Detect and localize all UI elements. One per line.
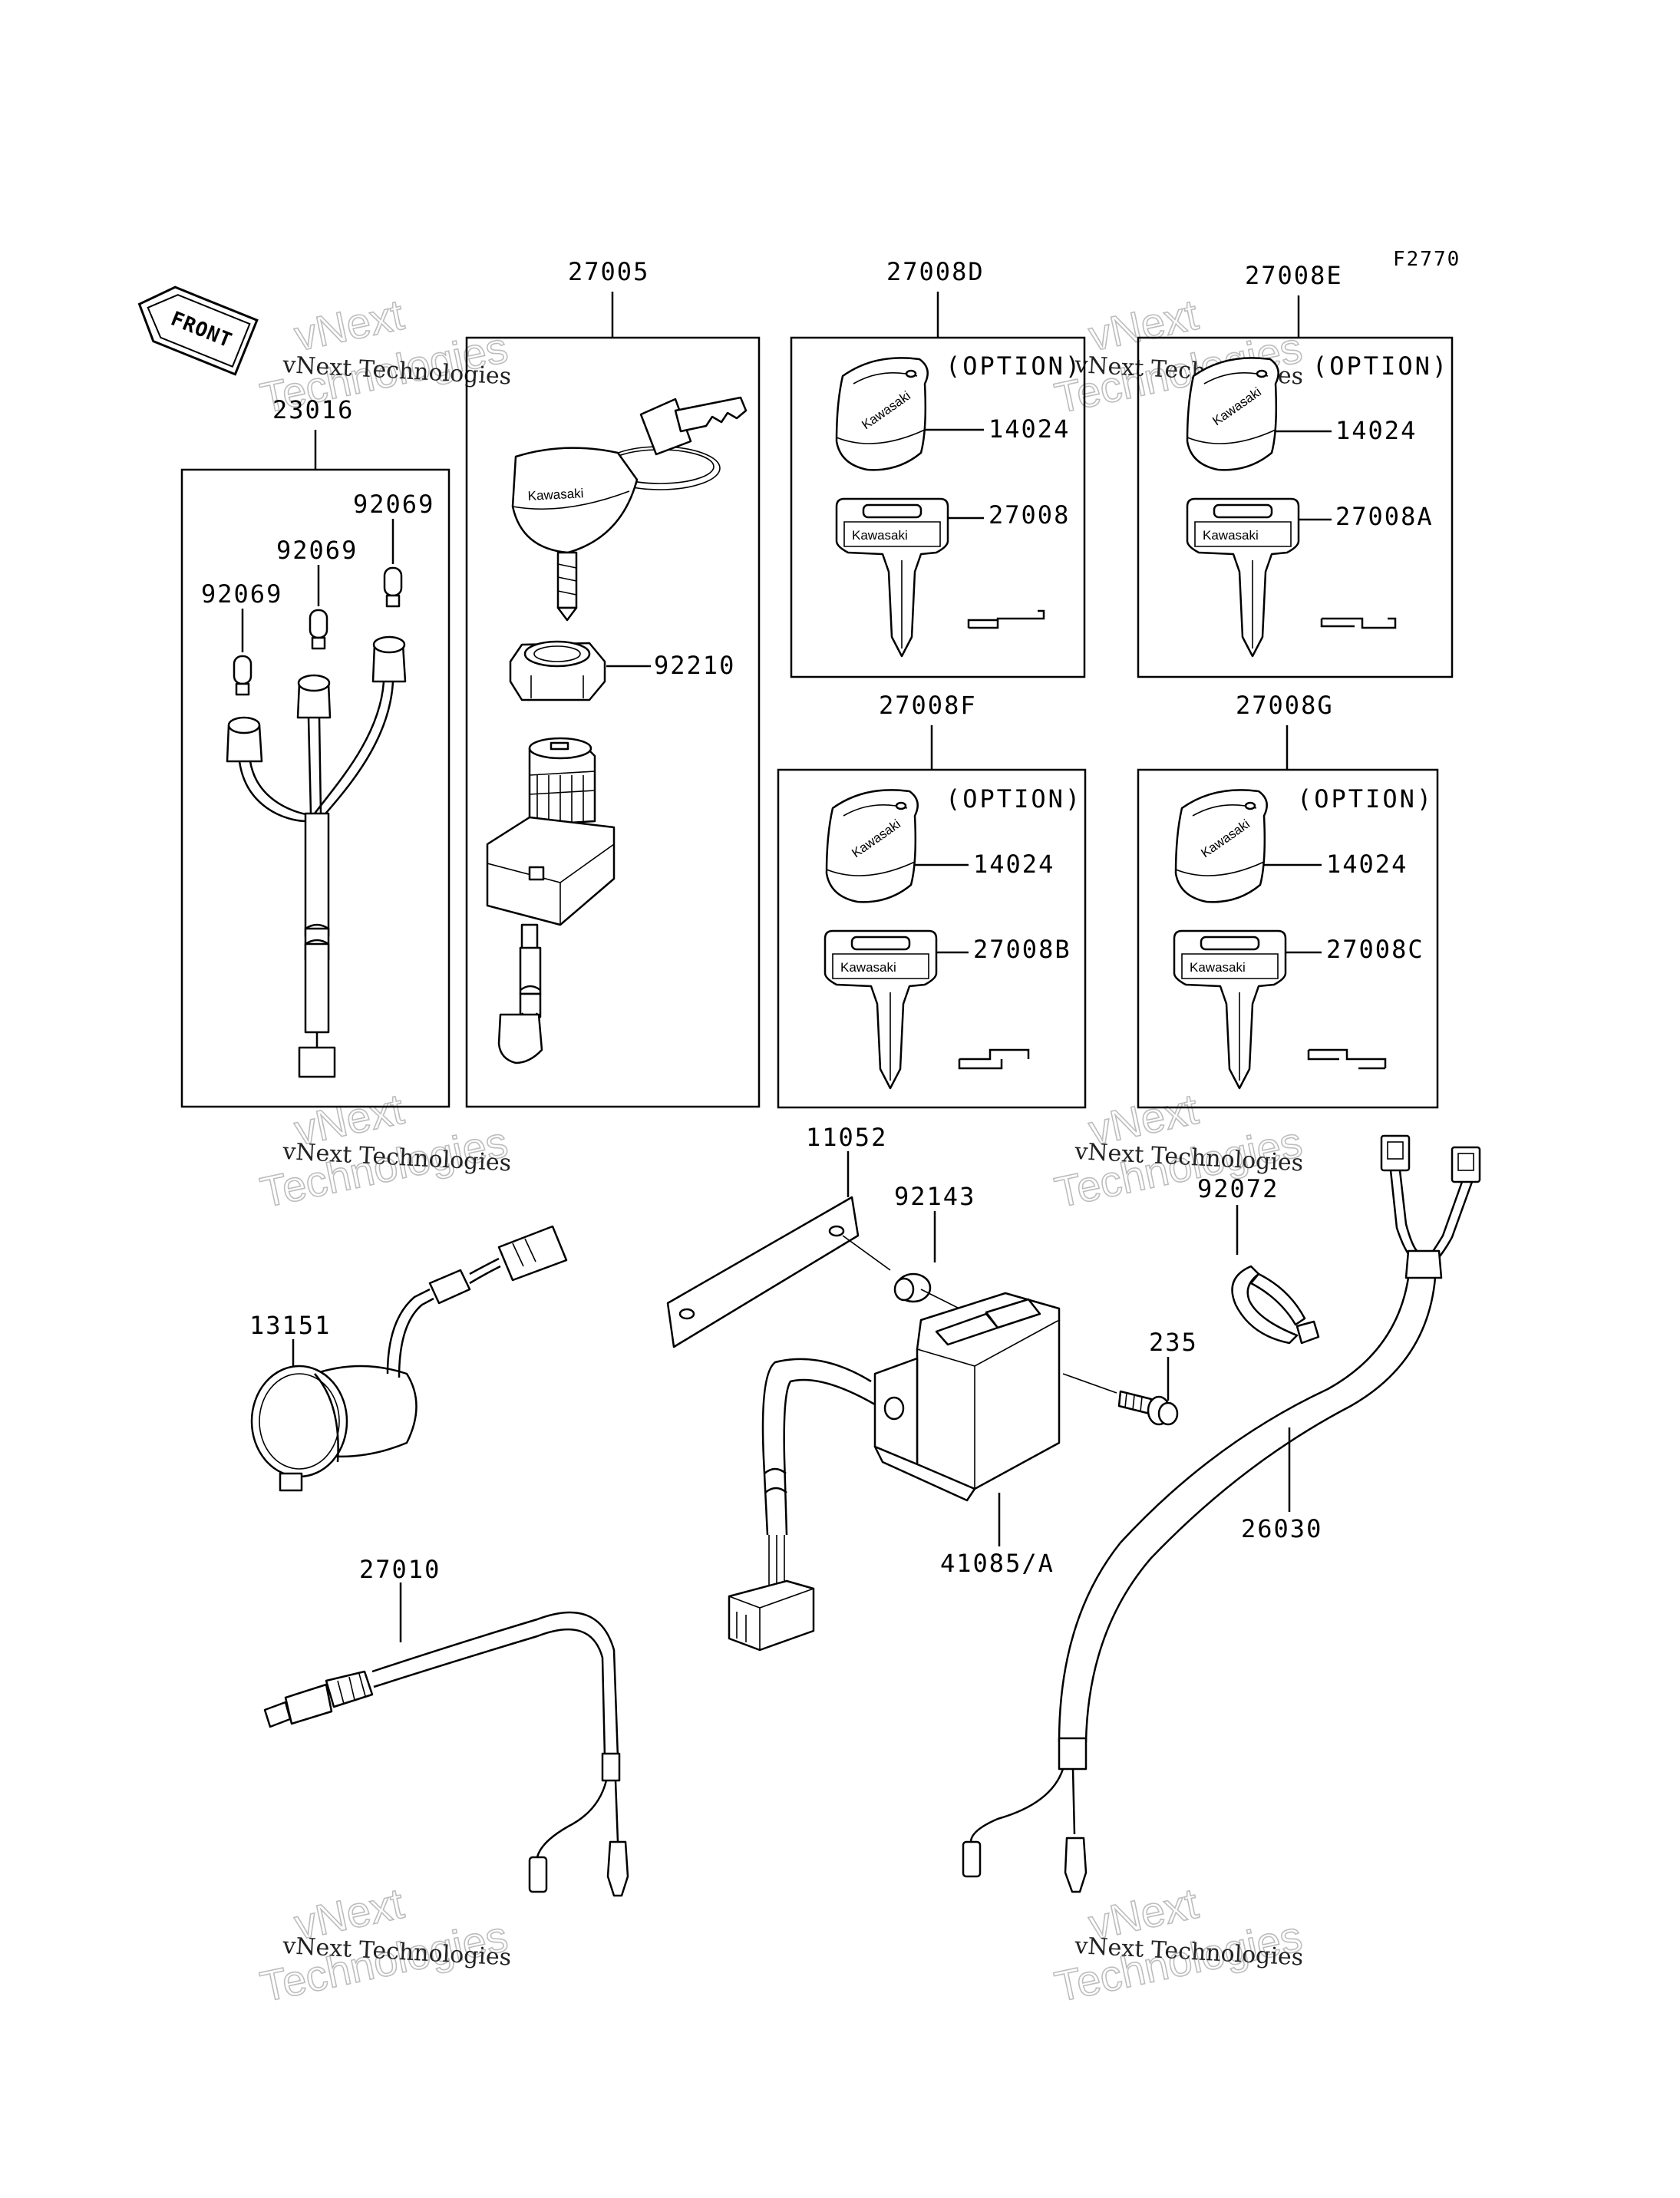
part-group-27005: 27005 Kawasaki 92210 [465, 257, 761, 1108]
key-cap-icon: Kawasaki [835, 357, 929, 471]
part-number-14024: 14024 [973, 850, 1055, 879]
part-group-27008D: 27008D (OPTION) Kawasaki 14024 Kawasaki … [790, 257, 1086, 678]
part-group-235: 235 [1062, 1328, 1198, 1426]
part-group-92143: 92143 [893, 1182, 983, 1321]
part-number-92069: 92069 [201, 579, 282, 609]
bolt-icon [1117, 1390, 1179, 1426]
bulb-icon [309, 609, 328, 650]
part-number-27008: 27008 [989, 500, 1070, 530]
key-profile-icon [969, 609, 1045, 629]
part-number-13151: 13151 [249, 1311, 331, 1340]
part-number-26030: 26030 [1241, 1514, 1322, 1543]
part-group-92072: 92072 [1197, 1174, 1320, 1345]
part-number-41085A: 41085/A [940, 1549, 1055, 1578]
part-number-27008E: 27008E [1245, 261, 1343, 290]
grommet-icon [893, 1272, 932, 1303]
key-profile-icon [958, 1048, 1030, 1070]
key-blank-icon: Kawasaki [1186, 497, 1300, 658]
part-number-14024: 14024 [1335, 416, 1417, 445]
part-number-92072: 92072 [1197, 1174, 1279, 1203]
wire-harness-icon [962, 1134, 1481, 1893]
harness-socket-icon [226, 635, 407, 763]
key-brand-text: Kawasaki [840, 960, 896, 975]
band-clamp-icon [1231, 1265, 1320, 1345]
part-number-235: 235 [1149, 1328, 1198, 1357]
key-profile-icon [1307, 1048, 1387, 1070]
key-brand-text: Kawasaki [1190, 960, 1246, 975]
part-number-14024: 14024 [989, 414, 1070, 444]
front-arrow-icon: FRONT [137, 285, 259, 376]
regulator-icon [728, 1292, 1061, 1652]
box-frame [1137, 336, 1454, 678]
neutral-switch-icon [263, 1611, 629, 1897]
key-blank-icon: Kawasaki [835, 497, 949, 658]
key-brand-text: Kawasaki [527, 486, 584, 503]
option-label: (OPTION) [1297, 784, 1434, 814]
diagram-code: F2770 [1393, 248, 1461, 271]
part-number-92143: 92143 [894, 1182, 975, 1211]
key-blank-icon: Kawasaki [1173, 929, 1287, 1090]
bulb-icon [233, 655, 252, 696]
part-number-92069: 92069 [276, 536, 358, 565]
bulb-icon [383, 566, 403, 608]
part-group-13151: 13151 [249, 1225, 568, 1492]
option-label: (OPTION) [1312, 351, 1449, 381]
part-number-92210: 92210 [654, 651, 735, 680]
part-group-11052: 11052 [666, 1123, 891, 1348]
part-number-27008B: 27008B [973, 935, 1071, 964]
key-brand-text: Kawasaki [852, 528, 908, 543]
key-cap-icon: Kawasaki [825, 789, 919, 903]
part-number-14024: 14024 [1326, 850, 1408, 879]
indicator-light-icon [250, 1225, 568, 1492]
key-brand-text: Kawasaki [1203, 528, 1259, 543]
key-blank-icon: Kawasaki [823, 929, 938, 1090]
part-group-23016: 23016 92069 92069 92069 [180, 395, 451, 1108]
key-profile-icon [1320, 617, 1397, 629]
ignition-key-icon: Kawasaki [511, 396, 748, 622]
part-number-27008G: 27008G [1236, 691, 1334, 720]
part-group-27008G: 27008G (OPTION) Kawasaki 14024 Kawasaki … [1137, 691, 1439, 1109]
key-cap-icon: Kawasaki [1174, 789, 1268, 903]
part-number-27008A: 27008A [1335, 502, 1434, 531]
part-number-27005: 27005 [568, 257, 649, 286]
plate-icon [666, 1196, 860, 1348]
part-number-23016: 23016 [272, 395, 354, 424]
option-label: (OPTION) [946, 784, 1082, 814]
part-number-27008C: 27008C [1326, 935, 1424, 964]
part-number-92069: 92069 [353, 490, 434, 519]
part-group-27010: 27010 [263, 1555, 629, 1897]
part-group-41085A: 41085/A [728, 1292, 1061, 1652]
part-number-27008D: 27008D [886, 257, 985, 286]
part-number-27008F: 27008F [879, 691, 977, 720]
ignition-switch-icon [486, 737, 616, 1064]
part-group-27008F: 27008F (OPTION) Kawasaki 14024 Kawasaki … [777, 691, 1087, 1109]
watermark-group: vNext Technologies vNext Technologies vN… [256, 289, 1306, 2012]
key-cap-icon: Kawasaki [1186, 357, 1279, 471]
part-number-11052: 11052 [806, 1123, 887, 1152]
nut-icon [509, 640, 606, 701]
part-group-27008E: 27008E (OPTION) Kawasaki 14024 Kawasaki … [1137, 261, 1454, 678]
option-label: (OPTION) [946, 351, 1082, 381]
part-group-26030: 26030 [962, 1134, 1481, 1893]
harness-wires-icon [238, 681, 394, 1078]
part-number-27010: 27010 [359, 1555, 441, 1584]
